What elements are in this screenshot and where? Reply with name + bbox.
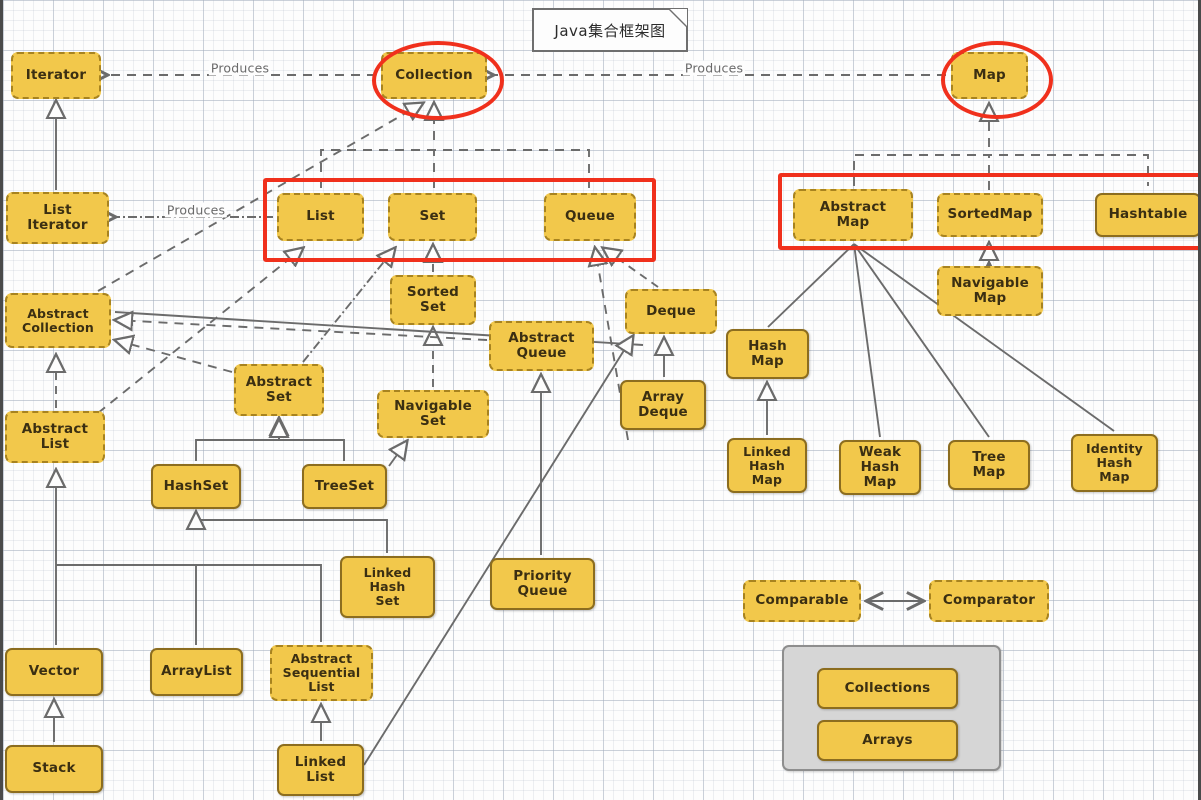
node-identity-hash-map[interactable]: Identity Hash Map bbox=[1071, 434, 1158, 492]
node-stack[interactable]: Stack bbox=[5, 745, 103, 793]
node-navigable-set[interactable]: Navigable Set bbox=[377, 390, 489, 438]
node-arrays[interactable]: Arrays bbox=[817, 720, 958, 761]
edge-label-produces-1: Produces bbox=[208, 60, 272, 76]
highlight-map-subtypes bbox=[778, 173, 1198, 250]
node-arraylist[interactable]: ArrayList bbox=[150, 648, 243, 696]
node-priority-queue[interactable]: Priority Queue bbox=[490, 558, 595, 610]
node-linked-hash-map[interactable]: Linked Hash Map bbox=[727, 438, 807, 493]
node-iterator[interactable]: Iterator bbox=[11, 52, 101, 99]
node-hashset[interactable]: HashSet bbox=[151, 464, 241, 509]
node-sorted-map[interactable]: SortedMap bbox=[937, 193, 1043, 237]
node-treeset[interactable]: TreeSet bbox=[302, 464, 387, 509]
node-comparable[interactable]: Comparable bbox=[743, 580, 861, 622]
node-vector[interactable]: Vector bbox=[5, 648, 103, 696]
node-collections[interactable]: Collections bbox=[817, 668, 958, 709]
node-sorted-set[interactable]: Sorted Set bbox=[390, 275, 476, 325]
node-abstract-set[interactable]: Abstract Set bbox=[234, 364, 324, 416]
node-hashtable[interactable]: Hashtable bbox=[1095, 193, 1198, 237]
node-navigable-map[interactable]: Navigable Map bbox=[937, 266, 1043, 316]
edge-label-produces-2: Produces bbox=[164, 202, 228, 218]
node-abstract-map[interactable]: Abstract Map bbox=[793, 189, 913, 241]
node-deque[interactable]: Deque bbox=[625, 289, 717, 334]
node-linked-list[interactable]: Linked List bbox=[277, 744, 364, 796]
highlight-collection-circle bbox=[372, 41, 504, 120]
note-fold-corner bbox=[670, 9, 687, 26]
node-comparator[interactable]: Comparator bbox=[929, 580, 1049, 622]
node-abstract-queue[interactable]: Abstract Queue bbox=[489, 321, 594, 371]
node-array-deque[interactable]: Array Deque bbox=[620, 380, 706, 430]
node-queue[interactable]: Queue bbox=[544, 193, 636, 241]
node-abstract-list[interactable]: Abstract List bbox=[5, 411, 105, 463]
node-list-iterator[interactable]: List Iterator bbox=[6, 192, 109, 244]
edge-label-produces-3: Produces bbox=[682, 60, 746, 76]
node-abstract-collection[interactable]: Abstract Collection bbox=[5, 293, 111, 348]
node-linked-hash-set[interactable]: Linked Hash Set bbox=[340, 556, 435, 618]
node-abstract-sequential-list[interactable]: Abstract Sequential List bbox=[270, 645, 373, 701]
page-title: Java集合框架图 bbox=[554, 21, 666, 40]
highlight-collection-subtypes bbox=[263, 178, 656, 262]
node-weak-hash-map[interactable]: Weak Hash Map bbox=[839, 440, 921, 495]
node-tree-map[interactable]: Tree Map bbox=[948, 440, 1030, 490]
diagram-title-note: Java集合框架图 bbox=[532, 8, 688, 52]
node-hash-map[interactable]: Hash Map bbox=[726, 329, 809, 379]
highlight-map-circle bbox=[941, 41, 1053, 119]
